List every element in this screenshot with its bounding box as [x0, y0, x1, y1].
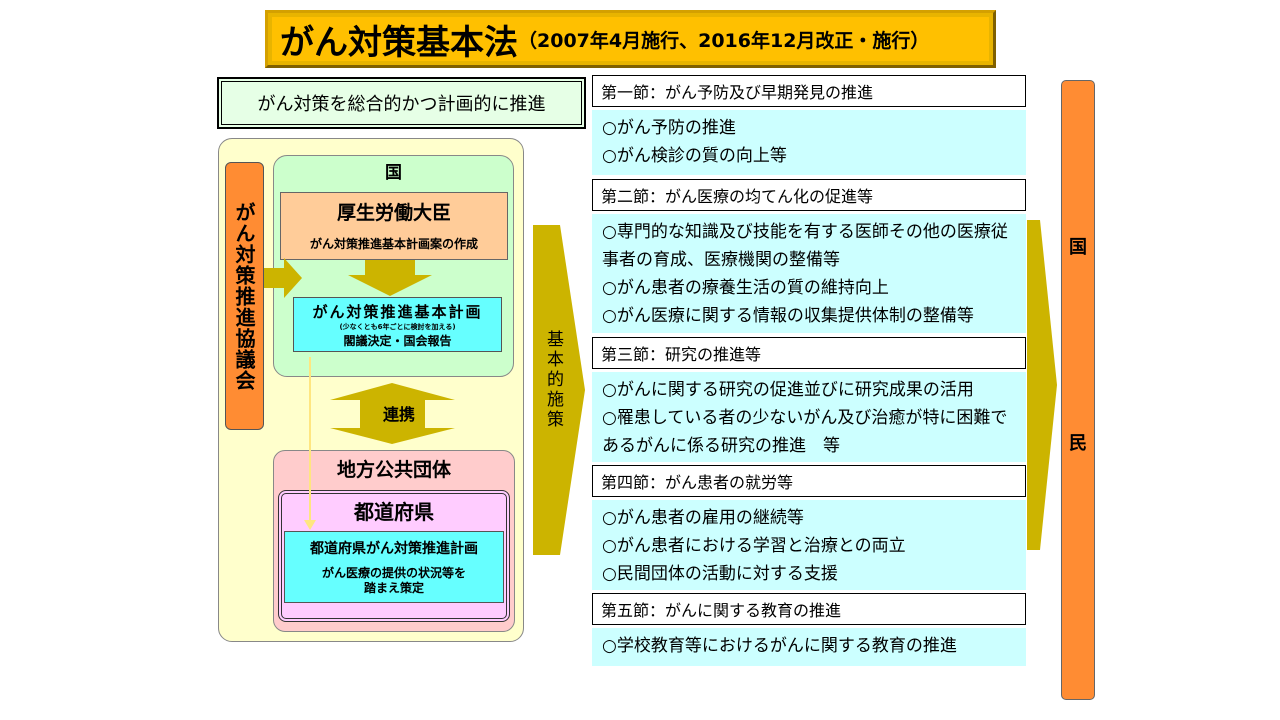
title-main: がん対策基本法: [280, 22, 518, 63]
section-5-header: 第五節：がんに関する教育の推進: [592, 593, 1026, 625]
link-arrowhead-icon: [304, 520, 316, 530]
council-box: がん対策推進協議会: [225, 162, 264, 430]
list-item: ○がん医療に関する情報の収集提供体制の整備等: [602, 306, 974, 326]
list-item: ○罹患している者の少ないがん及び治癒が特に困難であるがんに係る研究の推進 等: [602, 408, 1008, 456]
section-4-body: ○がん患者の雇用の継続等 ○がん患者における学習と治療との両立 ○民間団体の活動に対…: [592, 500, 1026, 590]
promote-box: がん対策を総合的かつ計画的に推進: [217, 77, 586, 129]
basic-plan-decision: 閣議決定・国会報告: [343, 334, 452, 348]
list-item: ○がん患者の雇用の継続等: [602, 508, 804, 528]
list-item: ○がん患者の療養生活の質の維持向上: [602, 278, 889, 298]
basic-plan-note: (少なくとも6年ごとに検討を加える): [339, 323, 456, 331]
section-5-body: ○学校教育等におけるがんに関する教育の推進: [592, 628, 1026, 666]
pref-plan-desc-1: がん医療の提供の状況等を: [321, 566, 466, 580]
people-char-2: 民: [1069, 433, 1087, 454]
list-item: ○がん患者における学習と治療との両立: [602, 536, 906, 556]
title-banner: がん対策基本法（2007年4月施行、2016年12月改正・施行）: [265, 10, 996, 68]
national-label: 国: [385, 163, 402, 183]
pref-plan-box: 都道府県がん対策推進計画がん医療の提供の状況等を踏まえ策定: [284, 531, 504, 603]
people-box: 国民: [1061, 80, 1095, 700]
title-sub: （2007年4月施行、2016年12月改正・施行）: [518, 29, 930, 52]
list-item: ○学校教育等におけるがんに関する教育の推進: [602, 636, 957, 656]
list-item: ○がん予防の推進: [602, 118, 736, 138]
list-item: ○専門的な知識及び技能を有する医師その他の医療従事者の育成、医療機関の整備等: [602, 222, 1008, 270]
minister-task: がん対策推進基本計画案の作成: [309, 237, 478, 251]
list-item: ○がんに関する研究の促進並びに研究成果の活用: [602, 380, 974, 400]
local-label: 地方公共団体: [336, 459, 451, 481]
basic-plan-title: がん対策推進基本計画: [312, 303, 483, 321]
section-1-body: ○がん予防の推進 ○がん検診の質の向上等: [592, 110, 1026, 175]
pref-plan-title: 都道府県がん対策推進計画: [310, 541, 478, 557]
section-3-header: 第三節：研究の推進等: [592, 337, 1026, 369]
section-3-body: ○がんに関する研究の促進並びに研究成果の活用 ○罹患している者の少ないがん及び治癒…: [592, 372, 1026, 462]
cooperation-label: 連携: [383, 405, 416, 424]
people-arrow-icon: [1027, 220, 1057, 550]
pref-plan-desc-2: 踏まえ策定: [363, 581, 424, 595]
section-2-header: 第二節：がん医療の均てん化の促進等: [592, 179, 1026, 211]
list-item: ○がん検診の質の向上等: [602, 146, 787, 166]
cooperation-arrow-icon: [330, 383, 455, 444]
section-1-header: 第一節：がん予防及び早期発見の推進: [592, 75, 1026, 107]
basic-plan-box: がん対策推進基本計画 (少なくとも6年ごとに検討を加える) 閣議決定・国会報告: [293, 297, 502, 352]
minister-box: 厚生労働大臣がん対策推進基本計画案の作成: [280, 192, 508, 260]
section-4-header: 第四節：がん患者の就労等: [592, 465, 1026, 497]
people-char-1: 国: [1069, 237, 1087, 258]
down-arrow-icon: [348, 260, 432, 296]
minister-title: 厚生労働大臣: [336, 202, 451, 224]
list-item: ○民間団体の活動に対する支援: [602, 564, 838, 584]
council-arrow-icon: [264, 258, 302, 298]
pref-label: 都道府県: [354, 500, 434, 524]
basic-measures-label: 基本的施策: [543, 330, 563, 430]
basic-measures-arrow-icon: [533, 225, 585, 555]
section-2-body: ○専門的な知識及び技能を有する医師その他の医療従事者の育成、医療機関の整備等 ○が…: [592, 214, 1026, 333]
